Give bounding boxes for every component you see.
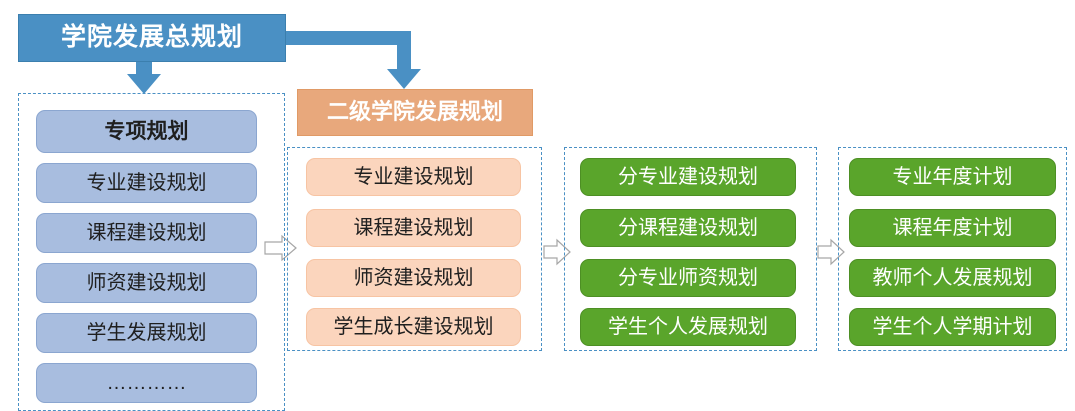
node-col3-faculty-plan: 分专业师资规划 bbox=[580, 259, 796, 297]
group-sub-plans bbox=[564, 147, 817, 351]
node-col3-major-construction-plan: 分专业建设规划 bbox=[580, 158, 796, 196]
node-col2-student-growth-plan: 学生成长建设规划 bbox=[306, 308, 521, 346]
arrow-title-to-secondary bbox=[286, 31, 421, 89]
group-annual-plans bbox=[838, 147, 1067, 351]
node-col2-faculty-construction-plan: 师资建设规划 bbox=[306, 259, 521, 297]
node-col2-course-construction-plan: 课程建设规划 bbox=[306, 209, 521, 247]
node-student-development-plan: 学生发展规划 bbox=[36, 313, 257, 353]
node-col2-major-construction-plan: 专业建设规划 bbox=[306, 158, 521, 196]
node-major-construction-plan: 专业建设规划 bbox=[36, 163, 257, 203]
diagram-title: 学院发展总规划 bbox=[18, 14, 286, 62]
node-faculty-construction-plan: 师资建设规划 bbox=[36, 263, 257, 303]
node-col4-major-annual-plan: 专业年度计划 bbox=[849, 158, 1056, 196]
node-course-construction-plan: 课程建设规划 bbox=[36, 213, 257, 253]
diagram-subtitle: 二级学院发展规划 bbox=[297, 89, 533, 136]
group-secondary-college-plans bbox=[287, 147, 542, 351]
node-more-plans: ………… bbox=[36, 363, 257, 403]
node-col4-teacher-personal-development-plan: 教师个人发展规划 bbox=[849, 259, 1056, 297]
arrow-title-to-special bbox=[127, 62, 161, 94]
node-col4-course-annual-plan: 课程年度计划 bbox=[849, 209, 1056, 247]
node-col3-student-personal-development-plan: 学生个人发展规划 bbox=[580, 308, 796, 346]
node-col3-course-construction-plan: 分课程建设规划 bbox=[580, 209, 796, 247]
node-col4-student-personal-semester-plan: 学生个人学期计划 bbox=[849, 308, 1056, 346]
node-special-plan: 专项规划 bbox=[36, 110, 257, 153]
